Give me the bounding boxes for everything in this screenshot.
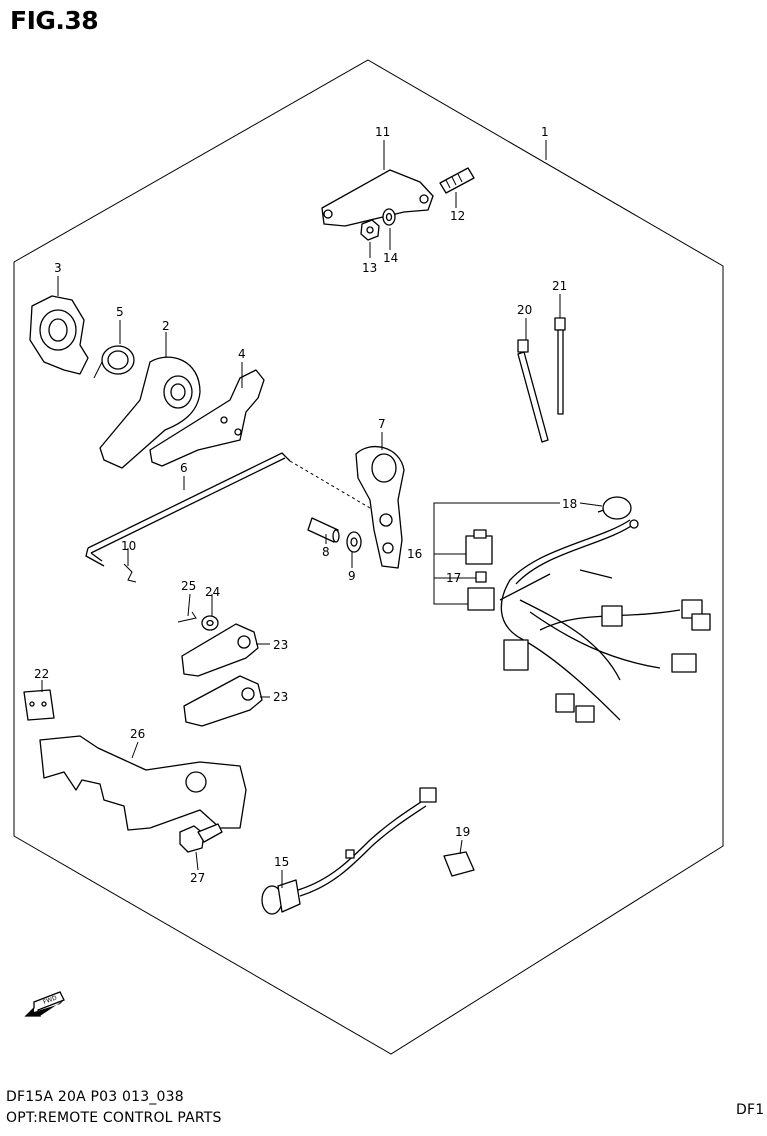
callout-2: 2: [162, 319, 170, 333]
part-3-housing: [29, 295, 89, 375]
callout-24: 24: [205, 585, 220, 599]
callout-7: 7: [378, 417, 386, 431]
part-6-rod: [85, 452, 371, 567]
callout-14: 14: [383, 251, 398, 265]
callout-27: 27: [190, 871, 205, 885]
part-27-bolt: [179, 823, 223, 853]
callout-17: 17: [446, 571, 461, 585]
part-17-holder: [467, 571, 495, 611]
callout-25: 25: [181, 579, 196, 593]
callout-19: 19: [455, 825, 470, 839]
part-26-bracket: [39, 735, 247, 831]
part-22-pad: [23, 689, 55, 721]
part-23-joint-lower: [183, 675, 263, 727]
callout-6: 6: [180, 461, 188, 475]
assembly-boundary: [13, 59, 724, 1055]
part-12-screw: [439, 167, 475, 194]
part-15-cable: [261, 787, 437, 915]
callout-labels: 1 11 12 13 14 3 5 2 4 6 7 10 8 9 20 21 1…: [34, 125, 577, 885]
part-7-lever: [355, 445, 405, 569]
diagram-code: DF15A 20A P03 013_038: [6, 1089, 184, 1105]
callout-11: 11: [375, 125, 390, 139]
diagram-name: OPT:REMOTE CONTROL PARTS: [6, 1110, 222, 1126]
callout-20: 20: [517, 303, 532, 317]
callout-9: 9: [348, 569, 356, 583]
callout-23-upper: 23: [273, 638, 288, 652]
part-9-washer: [346, 531, 362, 553]
part-19-grommet: [443, 851, 475, 877]
callout-8: 8: [322, 545, 330, 559]
callout-10: 10: [121, 539, 136, 553]
part-14-washer: [382, 208, 396, 226]
callout-26: 26: [130, 727, 145, 741]
part-10-clip: [123, 563, 137, 583]
callout-22: 22: [34, 667, 49, 681]
leader-lines: [41, 140, 603, 888]
callout-5: 5: [116, 305, 124, 319]
part-16-relay: [465, 529, 493, 565]
callout-4: 4: [238, 347, 246, 361]
callout-15: 15: [274, 855, 289, 869]
part-5-spring: [93, 345, 135, 379]
forward-arrow-icon: FWD: [24, 991, 65, 1017]
callout-13: 13: [362, 261, 377, 275]
part-25-pin: [177, 611, 197, 623]
callout-12: 12: [450, 209, 465, 223]
callout-1: 1: [541, 125, 549, 139]
callout-3: 3: [54, 261, 62, 275]
part-18-harness: [499, 496, 711, 723]
model-label: DF1: [736, 1102, 765, 1118]
fwd-label: FWD: [42, 994, 58, 1005]
part-11-bracket: [321, 169, 434, 227]
callout-18: 18: [562, 497, 577, 511]
part-13-nut: [360, 219, 380, 241]
part-23-joint-upper: [181, 623, 259, 677]
part-20-cable-tie: [517, 339, 549, 443]
part-4-plate: [149, 369, 265, 467]
part-21-cable-tie: [554, 317, 566, 415]
part-24-washer: [201, 615, 219, 631]
part-8-pin: [307, 517, 340, 543]
callout-23-lower: 23: [273, 690, 288, 704]
callout-21: 21: [552, 279, 567, 293]
part-2-arm: [99, 356, 201, 469]
figure-title: FIG.38: [10, 6, 99, 35]
callout-16: 16: [407, 547, 422, 561]
